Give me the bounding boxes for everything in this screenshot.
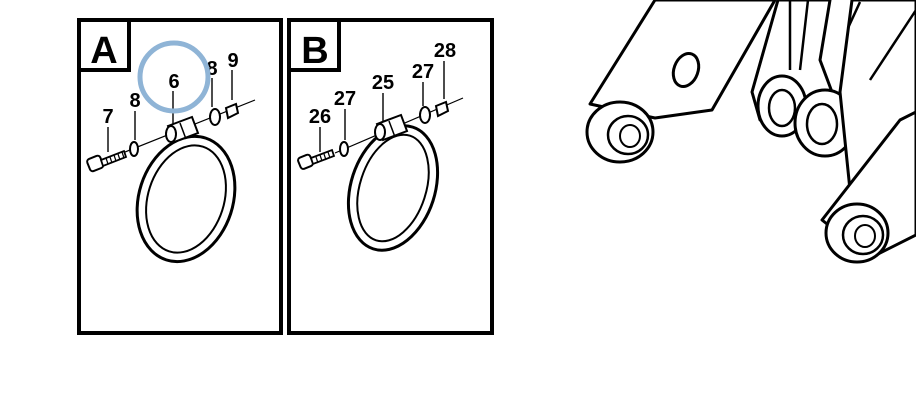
- linkage-arm-illustration: [585, 0, 916, 264]
- panel-b-letter: B: [301, 30, 328, 72]
- clamp-head-a: [165, 115, 200, 144]
- arm-lower-pin-inner: [854, 224, 876, 248]
- panel-a-frame: [77, 18, 283, 335]
- panel-b: B 26 27 25 27 28: [287, 18, 494, 335]
- arm-right-edge: [846, 1, 916, 81]
- arm-left-pin-inner: [619, 124, 641, 148]
- arm-middle-edge: [788, 0, 810, 71]
- panel-a: A 7 8 6 8 9: [77, 18, 283, 335]
- washer-b-right: [419, 106, 431, 124]
- arm-middle-hole-back: [767, 88, 797, 128]
- panel-a-letter: A: [90, 30, 117, 72]
- clamp-ring-a-outer: [135, 134, 237, 264]
- callout-a-6: 6: [168, 71, 179, 93]
- nut-a: [224, 102, 240, 120]
- washer-a-left: [129, 141, 139, 157]
- callout-a-8-right: 8: [206, 58, 217, 80]
- panel-b-letter-box: [287, 18, 341, 72]
- callout-a-8-left: 8: [129, 90, 140, 112]
- clamp-ring-b-outer: [346, 124, 440, 252]
- nut-b: [434, 100, 450, 118]
- callout-b-25: 25: [372, 72, 394, 94]
- callout-b-28: 28: [434, 40, 456, 62]
- bolt-b: [297, 148, 336, 170]
- callout-b-26: 26: [309, 106, 331, 128]
- clamp-head-b: [374, 113, 409, 142]
- panel-a-letter-box: [77, 18, 131, 72]
- washer-a-right: [209, 108, 221, 126]
- clamp-ring-a-inner: [145, 144, 227, 254]
- callout-b-27-left: 27: [334, 88, 356, 110]
- callout-b-27-right: 27: [412, 61, 434, 83]
- callout-a-9: 9: [227, 50, 238, 72]
- clamp-ring-b-inner: [356, 133, 430, 243]
- bolt-a: [86, 149, 128, 173]
- arm-left-hole: [671, 52, 701, 88]
- highlight-circle: [137, 40, 211, 114]
- washer-b-left: [339, 141, 349, 157]
- panel-b-frame: [287, 18, 494, 335]
- arm-middle-hole-front: [805, 102, 839, 146]
- callout-a-7: 7: [102, 106, 113, 128]
